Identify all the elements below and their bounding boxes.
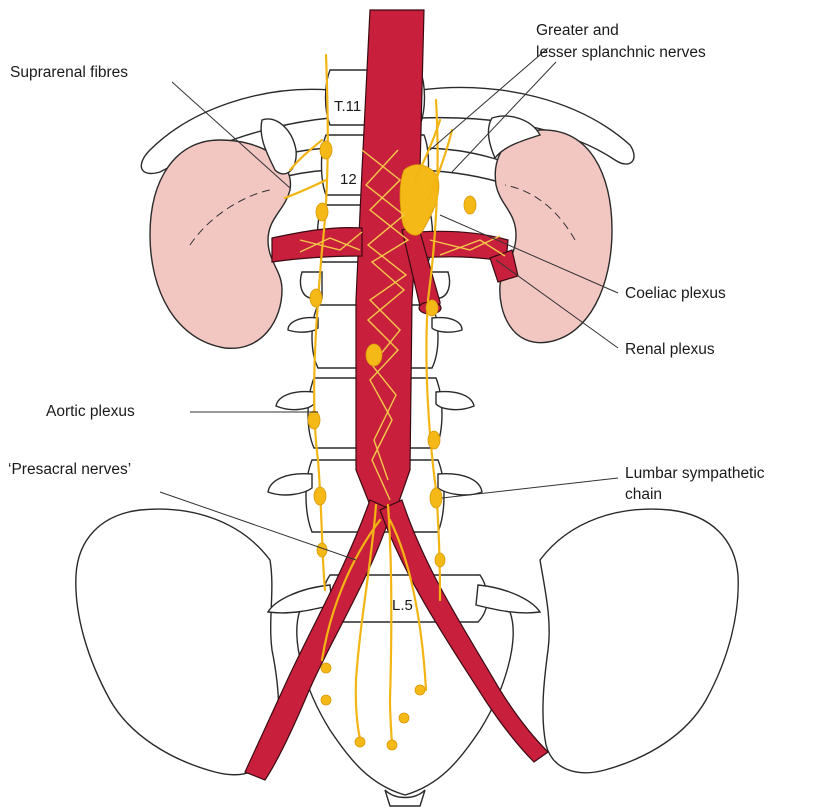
ganglion bbox=[387, 740, 397, 750]
ganglion bbox=[435, 553, 445, 567]
label-renal-plexus: Renal plexus bbox=[625, 341, 715, 358]
vertebra-label-t12: 12 bbox=[340, 171, 357, 188]
label-lumbar-line1: Lumbar sympathetic bbox=[625, 465, 765, 482]
l2-transverse-right bbox=[432, 318, 462, 333]
ganglion bbox=[308, 411, 320, 429]
vertebra-label-l5: L.5 bbox=[392, 597, 413, 614]
right-kidney bbox=[495, 130, 612, 343]
ganglion bbox=[317, 543, 327, 557]
ganglion bbox=[426, 300, 438, 316]
label-aortic-plexus: Aortic plexus bbox=[46, 403, 135, 420]
l3-transverse-right bbox=[436, 392, 474, 410]
ganglion bbox=[320, 141, 332, 159]
coeliac-ganglion-right bbox=[400, 165, 439, 236]
ganglion bbox=[355, 737, 365, 747]
ganglion bbox=[464, 196, 476, 214]
label-splanchnic-line1: Greater and bbox=[536, 22, 619, 39]
label-presacral-nerves: ‘Presacral nerves’ bbox=[8, 461, 131, 478]
ganglion bbox=[428, 431, 440, 449]
label-lumbar-line2: chain bbox=[625, 486, 662, 503]
label-suprarenal-fibres: Suprarenal fibres bbox=[10, 64, 128, 81]
l4-transverse-right bbox=[438, 474, 482, 495]
l2-transverse-left bbox=[288, 318, 318, 333]
ganglion bbox=[321, 663, 331, 673]
ganglion bbox=[430, 488, 442, 508]
ganglion bbox=[366, 344, 382, 366]
ganglion bbox=[316, 203, 328, 221]
left-iliac-bone bbox=[76, 509, 279, 775]
ganglion bbox=[399, 713, 409, 723]
label-splanchnic-line2: lesser splanchnic nerves bbox=[536, 44, 706, 61]
ganglion bbox=[321, 695, 331, 705]
ganglion bbox=[310, 289, 322, 307]
left-kidney bbox=[150, 140, 290, 348]
right-iliac-bone bbox=[540, 509, 738, 773]
ganglion bbox=[314, 487, 326, 505]
label-coeliac-plexus: Coeliac plexus bbox=[625, 285, 726, 302]
vertebra-label-t11: T.11 bbox=[334, 98, 361, 115]
ganglion bbox=[415, 685, 425, 695]
l3-transverse-left bbox=[276, 392, 314, 410]
l4-transverse-left bbox=[268, 474, 312, 495]
